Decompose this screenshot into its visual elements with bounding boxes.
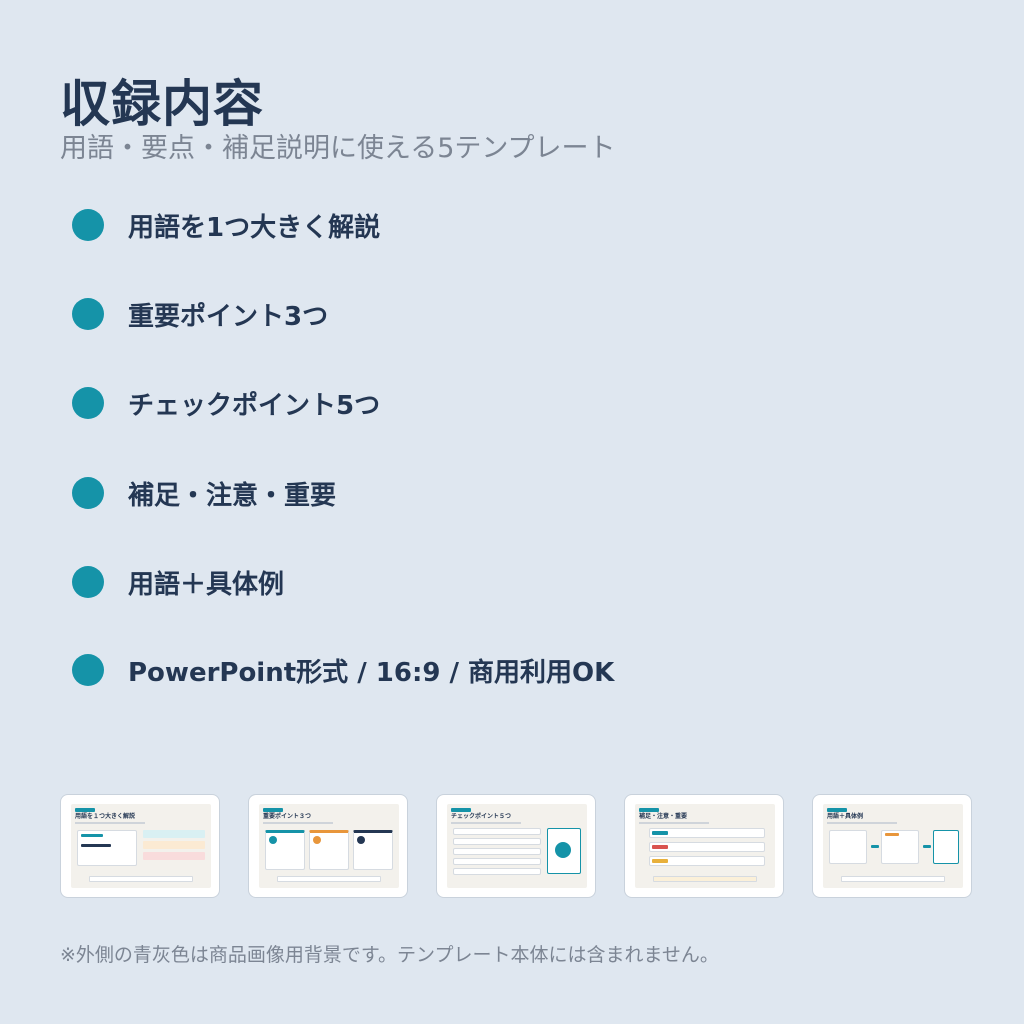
slide-title: 補足・注意・重要 — [639, 813, 688, 820]
slide-preview: 用語＋具体例 — [823, 804, 963, 888]
bullet-dot-icon — [72, 566, 104, 598]
template-thumbnail[interactable]: チェックポイント５つ — [436, 794, 596, 898]
slide-title: 重要ポイント３つ — [263, 813, 312, 820]
footnote: ※外側の青灰色は商品画像用背景です。テンプレート本体には含まれません。 — [60, 944, 719, 966]
slide-preview: チェックポイント５つ — [447, 804, 587, 888]
feature-label: 用語＋具体例 — [128, 569, 285, 600]
feature-item: 用語を1つ大きく解説 — [72, 200, 672, 250]
bullet-dot-icon — [72, 387, 104, 419]
bullet-dot-icon — [72, 298, 104, 330]
slide-preview: 補足・注意・重要 — [635, 804, 775, 888]
feature-label: 補足・注意・重要 — [128, 480, 337, 511]
feature-label: PowerPoint形式 / 16:9 / 商用利用OK — [128, 657, 615, 688]
template-thumbnail[interactable]: 用語を１つ大きく解説 — [60, 794, 220, 898]
bullet-dot-icon — [72, 477, 104, 509]
feature-label: 用語を1つ大きく解説 — [128, 212, 381, 243]
template-thumbnail[interactable]: 用語＋具体例 — [812, 794, 972, 898]
bullet-dot-icon — [72, 209, 104, 241]
feature-item: 補足・注意・重要 — [72, 468, 672, 518]
slide-title: 用語を１つ大きく解説 — [75, 813, 136, 820]
template-thumbnail[interactable]: 重要ポイント３つ — [248, 794, 408, 898]
page-subtitle: 用語・要点・補足説明に使える5テンプレート — [60, 133, 616, 164]
feature-item: PowerPoint形式 / 16:9 / 商用利用OK — [72, 645, 672, 695]
slide-title: 用語＋具体例 — [827, 813, 864, 820]
template-thumbnail[interactable]: 補足・注意・重要 — [624, 794, 784, 898]
feature-item: 用語＋具体例 — [72, 557, 672, 607]
bullet-dot-icon — [72, 654, 104, 686]
slide-preview: 用語を１つ大きく解説 — [71, 804, 211, 888]
feature-item: チェックポイント5つ — [72, 378, 672, 428]
page-title: 収録内容 — [60, 75, 264, 133]
feature-item: 重要ポイント3つ — [72, 289, 672, 339]
feature-label: チェックポイント5つ — [128, 390, 381, 421]
slide-title: チェックポイント５つ — [451, 813, 512, 820]
feature-label: 重要ポイント3つ — [128, 301, 329, 332]
slide-preview: 重要ポイント３つ — [259, 804, 399, 888]
